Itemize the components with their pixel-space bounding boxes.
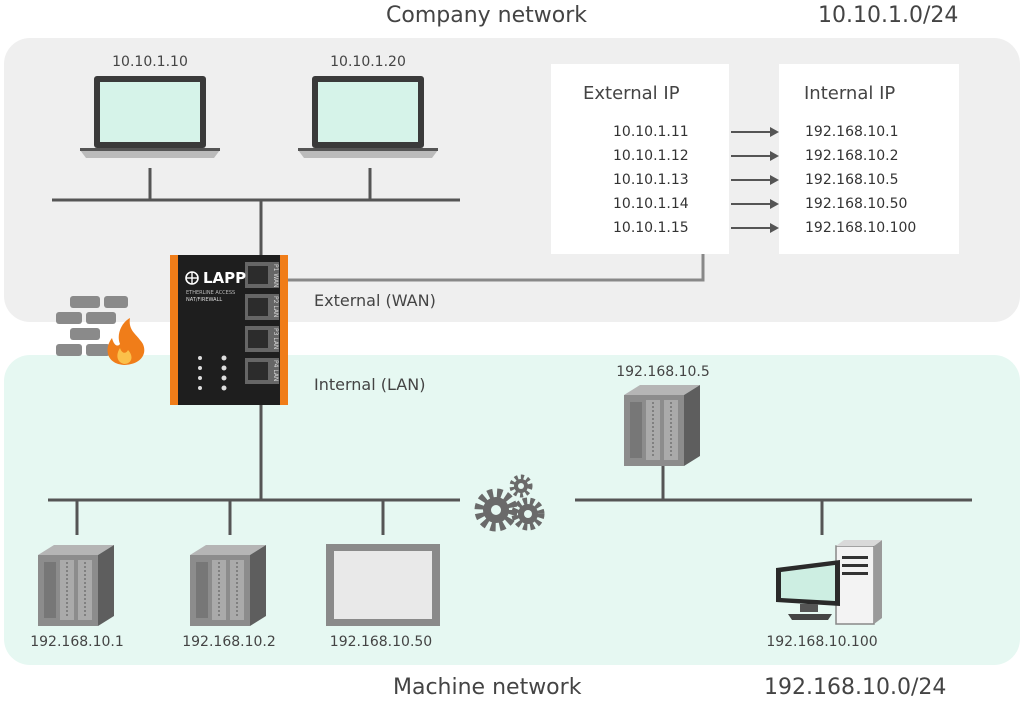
external-ip: 10.10.1.14 (613, 196, 689, 212)
internal-ip: 192.168.10.2 (805, 148, 899, 164)
company-bus (52, 168, 460, 262)
external-ip: 10.10.1.13 (613, 172, 689, 188)
company-network-title: Company network (386, 3, 587, 28)
laptop-icon (80, 76, 220, 158)
router-port-label: P4 LAN (272, 360, 279, 382)
arrow-right-icon (770, 199, 779, 209)
laptop-ip-label: 10.10.1.20 (330, 54, 406, 70)
router-port-label: P1 WAN (272, 264, 279, 288)
router-port-label: P3 LAN (272, 328, 279, 350)
machine-bus (48, 466, 972, 535)
device-ip-label: 192.168.10.1 (30, 634, 124, 650)
device-ip-label: 192.168.10.5 (616, 364, 710, 380)
hmi-panel-icon (326, 544, 440, 626)
external-ip-header: External IP (583, 83, 680, 104)
internal-ip: 192.168.10.1 (805, 124, 899, 140)
device-ip-label: 192.168.10.2 (182, 634, 276, 650)
laptop-ip-label: 10.10.1.10 (112, 54, 188, 70)
nat-external-table: External IP 10.10.1.11 10.10.1.12 10.10.… (551, 64, 729, 254)
internal-ip: 192.168.10.100 (805, 220, 917, 236)
nat-internal-table: Internal IP 192.168.10.1 192.168.10.2 19… (779, 64, 959, 254)
router-brand: LAPP (203, 269, 247, 287)
firewall-icon (56, 296, 145, 365)
arrow-right-icon (770, 127, 779, 137)
router-model: NAT/FIREWALL (186, 297, 223, 303)
internal-ip-header: Internal IP (804, 83, 896, 104)
lan-segment-label: Internal (LAN) (314, 375, 426, 394)
router-port-label: P2 LAN (272, 296, 279, 318)
desktop-pc-icon (776, 540, 882, 625)
router-device (170, 255, 288, 405)
machine-network-title: Machine network (393, 675, 582, 700)
machine-subnet: 192.168.10.0/24 (764, 675, 947, 700)
internal-ip: 192.168.10.5 (805, 172, 899, 188)
external-ip: 10.10.1.15 (613, 220, 689, 236)
plc-icon (38, 545, 114, 626)
external-ip: 10.10.1.11 (613, 124, 689, 140)
gear-icon (474, 474, 545, 532)
internal-ip: 192.168.10.50 (805, 196, 908, 212)
plc-icon (190, 545, 266, 626)
arrow-right-icon (770, 151, 779, 161)
plc-icon (624, 385, 700, 466)
wan-segment-label: External (WAN) (314, 291, 436, 310)
device-ip-label: 192.168.10.50 (329, 634, 433, 650)
device-ip-label: 192.168.10.100 (766, 634, 878, 650)
company-subnet: 10.10.1.0/24 (818, 3, 959, 28)
arrow-right-icon (770, 175, 779, 185)
nat-mapping-arrows (731, 127, 779, 233)
external-ip: 10.10.1.12 (613, 148, 689, 164)
router-model: ETHERLINE ACCESS (186, 290, 236, 296)
arrow-right-icon (770, 223, 779, 233)
laptop-icon (298, 76, 438, 158)
